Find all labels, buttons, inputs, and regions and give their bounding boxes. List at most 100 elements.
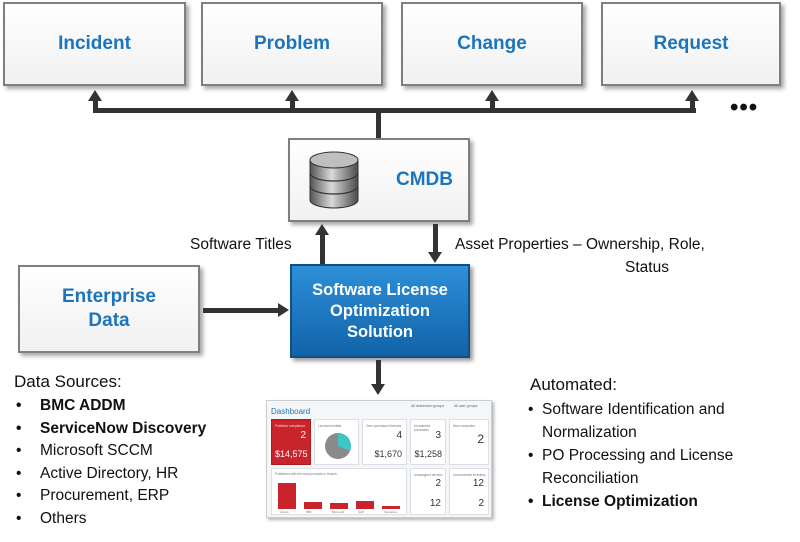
arrow-to-request bbox=[685, 90, 699, 101]
tile-number: 2 bbox=[435, 478, 441, 489]
automated-item: Software Identification and Normalizatio… bbox=[528, 398, 733, 444]
software-titles-label: Software Titles bbox=[190, 236, 292, 253]
dashboard-control: All user groups bbox=[454, 404, 478, 408]
licensed-installs-tile: Licensed installs bbox=[314, 419, 359, 465]
automated-item-line: Reconciliation bbox=[542, 470, 639, 487]
slo-line1: Software License bbox=[312, 280, 448, 299]
automated-list: Software Identification and Normalizatio… bbox=[528, 398, 733, 513]
tile-number: 2 bbox=[478, 498, 484, 509]
enterprise-to-slo-line bbox=[203, 308, 280, 313]
top-bus-line bbox=[95, 108, 696, 113]
enterprise-data-box: Enterprise Data bbox=[18, 265, 200, 353]
dashboard-control: All dashboard groups bbox=[411, 404, 445, 408]
unassigned-devices-tile: Unassigned devices 2 12 bbox=[410, 468, 446, 515]
arrow-enterprise-to-slo bbox=[278, 303, 289, 317]
automated-item-line: License Optimization bbox=[542, 493, 698, 510]
breach-bar-chart: Adobe IBM Microsoft SAP Symantec bbox=[272, 469, 408, 516]
mini-chart-bar bbox=[278, 483, 296, 509]
cmdb-to-bus-line bbox=[376, 108, 381, 138]
database-icon bbox=[309, 151, 359, 209]
breach-chart-tile: Publishers with the most products in bre… bbox=[271, 468, 407, 515]
problem-label: Problem bbox=[253, 33, 331, 54]
change-label: Change bbox=[457, 33, 527, 54]
data-source-item: ServiceNow Discovery bbox=[14, 418, 206, 441]
arrow-slo-to-dashboard bbox=[371, 384, 385, 395]
slo-box: Software License Optimization Solution bbox=[290, 264, 470, 358]
arrow-to-change bbox=[485, 90, 499, 101]
arrow-cmdb-to-slo bbox=[428, 252, 442, 263]
tile-label: Unmatched purchases bbox=[414, 424, 431, 432]
cmdb-box: CMDB bbox=[288, 138, 470, 222]
automated-item: PO Processing and License Reconciliation bbox=[528, 444, 733, 490]
dashboard-title: Dashboard bbox=[271, 407, 311, 416]
request-label: Request bbox=[653, 33, 729, 54]
incident-label: Incident bbox=[58, 33, 131, 54]
bus-riser-problem bbox=[290, 100, 295, 113]
unsuccessful-inventory-tile: Unsuccessful inventory 12 2 bbox=[449, 468, 489, 515]
asset-properties-label-1: Asset Properties – Ownership, Role, bbox=[455, 236, 705, 253]
tile-label: Licensed installs bbox=[318, 424, 342, 428]
tile-number: 4 bbox=[396, 430, 402, 441]
automated-item-line: PO Processing and License bbox=[542, 447, 734, 464]
mini-chart-tick-label: Adobe bbox=[280, 510, 289, 514]
tile-number: 2 bbox=[477, 432, 484, 446]
tile-label: Unsuccessful inventory bbox=[453, 473, 486, 477]
pie-chart-icon bbox=[325, 433, 351, 459]
tile-amount: $1,258 bbox=[414, 449, 442, 459]
data-source-item: Active Directory, HR bbox=[14, 463, 206, 486]
data-sources-title: Data Sources: bbox=[14, 372, 122, 391]
slo-to-cmdb-line bbox=[320, 234, 325, 264]
automated-item-line: Software Identification and bbox=[542, 401, 725, 418]
arrow-slo-to-cmdb bbox=[315, 224, 329, 235]
change-box: Change bbox=[401, 2, 583, 86]
automated-title: Automated: bbox=[530, 375, 617, 394]
mini-chart-tick-label: SAP bbox=[358, 510, 365, 514]
problem-box: Problem bbox=[201, 2, 383, 86]
dashboard-thumbnail: Dashboard All dashboard groups All user … bbox=[266, 400, 492, 518]
tile-label: Unassigned devices bbox=[414, 473, 443, 477]
enterprise-data-line1: Enterprise bbox=[62, 286, 156, 307]
tile-amount: $1,670 bbox=[374, 449, 402, 459]
tile-number: 2 bbox=[300, 430, 306, 441]
data-source-item: Procurement, ERP bbox=[14, 485, 206, 508]
publisher-compliance-tile: Publisher compliance 2 $14,575 bbox=[271, 419, 311, 465]
tile-label: Over purchased licenses bbox=[366, 424, 402, 428]
incident-box: Incident bbox=[3, 2, 186, 86]
tile-number: 12 bbox=[472, 478, 484, 489]
tile-label: Publishers with the most products in bre… bbox=[275, 472, 337, 476]
mini-chart-tick-label: IBM bbox=[306, 510, 312, 514]
data-source-item: BMC ADDM bbox=[14, 395, 206, 418]
enterprise-data-line2: Data bbox=[88, 310, 130, 331]
slo-line3: Solution bbox=[347, 322, 413, 341]
tile-label: New computers bbox=[453, 424, 476, 428]
more-ellipsis: ••• bbox=[730, 94, 759, 121]
mini-chart-bar bbox=[356, 501, 374, 509]
mini-chart-tick-label: Microsoft bbox=[332, 510, 345, 514]
unmatched-purchases-tile: Unmatched purchases 3 $1,258 bbox=[410, 419, 446, 465]
new-computers-tile: New computers 2 bbox=[449, 419, 489, 465]
data-source-item: Microsoft SCCM bbox=[14, 440, 206, 463]
mini-chart-bar bbox=[330, 503, 348, 509]
bus-riser-incident bbox=[93, 100, 98, 113]
automated-item: License Optimization bbox=[528, 490, 733, 513]
data-sources-list: BMC ADDM ServiceNow Discovery Microsoft … bbox=[14, 395, 206, 530]
mini-chart-bar bbox=[382, 505, 400, 509]
slo-line2: Optimization bbox=[330, 301, 430, 320]
arrow-to-problem bbox=[285, 90, 299, 101]
asset-properties-label-2: Status bbox=[625, 259, 669, 276]
cmdb-to-slo-line bbox=[433, 224, 438, 254]
tile-label: Publisher compliance bbox=[275, 424, 306, 428]
automated-item-line: Normalization bbox=[542, 424, 637, 441]
slo-to-dashboard-line bbox=[376, 360, 381, 386]
bus-riser-change bbox=[490, 100, 495, 113]
arrow-to-incident bbox=[88, 90, 102, 101]
over-purchased-tile: Over purchased licenses 4 $1,670 bbox=[362, 419, 407, 465]
tile-number: 12 bbox=[429, 498, 441, 509]
cmdb-label: CMDB bbox=[396, 169, 453, 190]
mini-chart-tick-label: Symantec bbox=[384, 510, 398, 514]
tile-number: 3 bbox=[435, 430, 441, 441]
bus-riser-request bbox=[690, 100, 695, 113]
mini-chart-bar bbox=[304, 501, 322, 509]
tile-amount: $14,575 bbox=[275, 449, 308, 459]
request-box: Request bbox=[601, 2, 781, 86]
